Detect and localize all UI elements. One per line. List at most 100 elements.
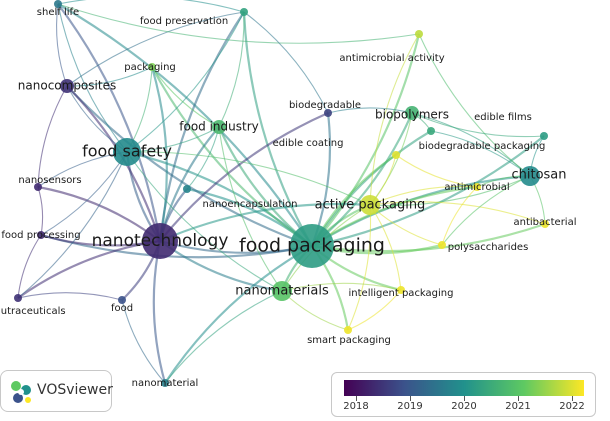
link-nanotechnology-nanomaterial — [152, 240, 167, 384]
link-food-packaging-edible-films — [311, 135, 545, 248]
label-biodegradable[interactable]: biodegradable — [289, 100, 361, 111]
node-nanosensors[interactable] — [34, 183, 42, 191]
node-food-preservation[interactable] — [240, 8, 248, 16]
legend-year-2020: 2020 — [451, 401, 477, 412]
node-polysaccharides[interactable] — [438, 241, 446, 249]
node-antimicrobial-activity[interactable] — [415, 30, 423, 38]
label-chitosan[interactable]: chitosan — [511, 168, 566, 183]
node-layer — [14, 0, 549, 387]
link-active-packaging-smart-packaging — [347, 204, 372, 331]
node-nanoencapsulation[interactable] — [183, 185, 191, 193]
node-nanomaterials[interactable] — [272, 281, 292, 301]
link-nanocomposites-packaging — [66, 66, 153, 87]
node-shelf-life[interactable] — [54, 0, 62, 8]
legend-year-2018: 2018 — [343, 401, 369, 412]
label-edible-films[interactable]: edible films — [474, 112, 532, 123]
label-nanocomposites[interactable]: nanocomposites — [18, 79, 116, 93]
node-food-industry[interactable] — [212, 120, 226, 134]
label-food-packaging[interactable]: food packaging — [239, 235, 385, 257]
label-intelligent-packaging[interactable]: intelligent packaging — [349, 288, 454, 299]
label-nanoencapsulation[interactable]: nanoencapsulation — [203, 199, 298, 210]
label-antimicrobial-activity[interactable]: antimicrobial activity — [339, 53, 444, 64]
node-nanomaterial[interactable] — [161, 379, 169, 387]
link-active-packaging-antimicrobial — [369, 185, 478, 206]
link-nanomaterials-nanomaterial — [164, 290, 283, 384]
link-chitosan-antimicrobial-activity — [418, 33, 531, 177]
link-food-safety-shelf-life — [57, 3, 128, 153]
label-biopolymers[interactable]: biopolymers — [375, 108, 449, 122]
link-nanotechnology-shelf-life — [57, 3, 162, 242]
node-biodegradable[interactable] — [324, 109, 332, 117]
link-food-industry-packaging — [151, 66, 220, 128]
link-food-safety-nutraceuticals — [17, 151, 128, 299]
node-intelligent-packaging[interactable] — [397, 286, 405, 294]
legend-year-2021: 2021 — [505, 401, 531, 412]
label-shelf-life[interactable]: shelf life — [37, 7, 79, 18]
node-nanotechnology[interactable] — [142, 223, 178, 259]
label-food-industry[interactable]: food industry — [179, 120, 259, 134]
node-food-processing[interactable] — [37, 231, 45, 239]
vosviewer-icon — [11, 381, 31, 403]
label-food[interactable]: food — [111, 303, 133, 314]
node-edible-coating[interactable] — [392, 151, 400, 159]
label-nanomaterial[interactable]: nanomaterial — [132, 378, 199, 389]
label-food-preservation[interactable]: food preservation — [140, 16, 228, 27]
node-antimicrobial[interactable] — [473, 183, 481, 191]
link-active-packaging-chitosan — [369, 175, 531, 207]
link-food-packaging-nanocomposites — [66, 85, 313, 248]
node-packaging[interactable] — [148, 63, 156, 71]
link-nutraceuticals-food — [17, 292, 123, 301]
node-chitosan[interactable] — [520, 166, 540, 186]
label-polysaccharides[interactable]: polysaccharides — [448, 242, 529, 253]
link-nanotechnology-packaging — [150, 66, 168, 242]
label-nanomaterials[interactable]: nanomaterials — [235, 284, 329, 299]
link-food-safety-active-packaging — [126, 151, 371, 206]
link-food-packaging-food-preservation — [242, 11, 313, 247]
label-biodegradable-packaging[interactable]: biodegradable packaging — [419, 141, 546, 152]
link-nanotechnology-active-packaging — [159, 202, 371, 243]
link-food-packaging-antibacterial — [311, 222, 546, 253]
label-smart-packaging[interactable]: smart packaging — [307, 335, 391, 346]
link-nanocomposites-shelf-life — [56, 3, 68, 87]
node-nutraceuticals[interactable] — [14, 294, 22, 302]
link-shelf-life-antimicrobial-activity — [57, 3, 420, 44]
label-active-packaging[interactable]: active packaging — [315, 198, 426, 213]
node-food[interactable] — [118, 296, 126, 304]
link-food-packaging-packaging — [151, 66, 313, 247]
label-nutraceuticals[interactable]: nutraceuticals — [0, 306, 66, 317]
label-food-safety[interactable]: food safety — [82, 142, 172, 161]
link-active-packaging-antimicrobial-activity — [369, 33, 420, 206]
label-packaging[interactable]: packaging — [124, 62, 176, 73]
node-edible-films[interactable] — [540, 132, 548, 140]
node-biopolymers[interactable] — [405, 106, 419, 120]
vosviewer-logo: VOSviewer — [0, 370, 113, 412]
node-food-safety[interactable] — [113, 138, 141, 166]
link-shelf-life-food-preservation — [57, 0, 245, 13]
legend-year-2022: 2022 — [559, 401, 585, 412]
link-biopolymers-edible-films — [411, 112, 545, 138]
link-nanosensors-food-processing — [37, 186, 44, 236]
link-food-industry-food-preservation — [218, 11, 245, 128]
link-chitosan-biodegradable-packaging — [430, 130, 531, 177]
node-biodegradable-packaging[interactable] — [427, 127, 435, 135]
node-antibacterial[interactable] — [541, 220, 549, 228]
node-food-packaging[interactable] — [290, 224, 334, 268]
label-antibacterial[interactable]: antibacterial — [513, 217, 576, 228]
legend-tick-2020 — [464, 396, 465, 401]
link-antimicrobial-polysaccharides — [441, 186, 478, 246]
legend-tick-2019 — [410, 396, 411, 401]
link-nanomaterials-food-industry — [218, 126, 283, 292]
node-active-packaging[interactable] — [360, 195, 380, 215]
label-food-processing[interactable]: food processing — [1, 230, 80, 241]
label-edible-coating[interactable]: edible coating — [273, 138, 344, 149]
link-food-packaging-nanomaterial — [164, 245, 313, 384]
link-intelligent-packaging-smart-packaging — [347, 289, 402, 331]
link-food-packaging-antimicrobial-activity — [311, 33, 421, 247]
link-edible-coating-antimicrobial — [395, 154, 478, 188]
link-food-preservation-biodegradable — [243, 11, 329, 114]
label-nanotechnology[interactable]: nanotechnology — [92, 231, 229, 251]
label-antimicrobial[interactable]: antimicrobial — [444, 182, 509, 193]
node-nanocomposites[interactable] — [60, 79, 74, 93]
label-nanosensors[interactable]: nanosensors — [18, 175, 81, 186]
node-smart-packaging[interactable] — [344, 326, 352, 334]
